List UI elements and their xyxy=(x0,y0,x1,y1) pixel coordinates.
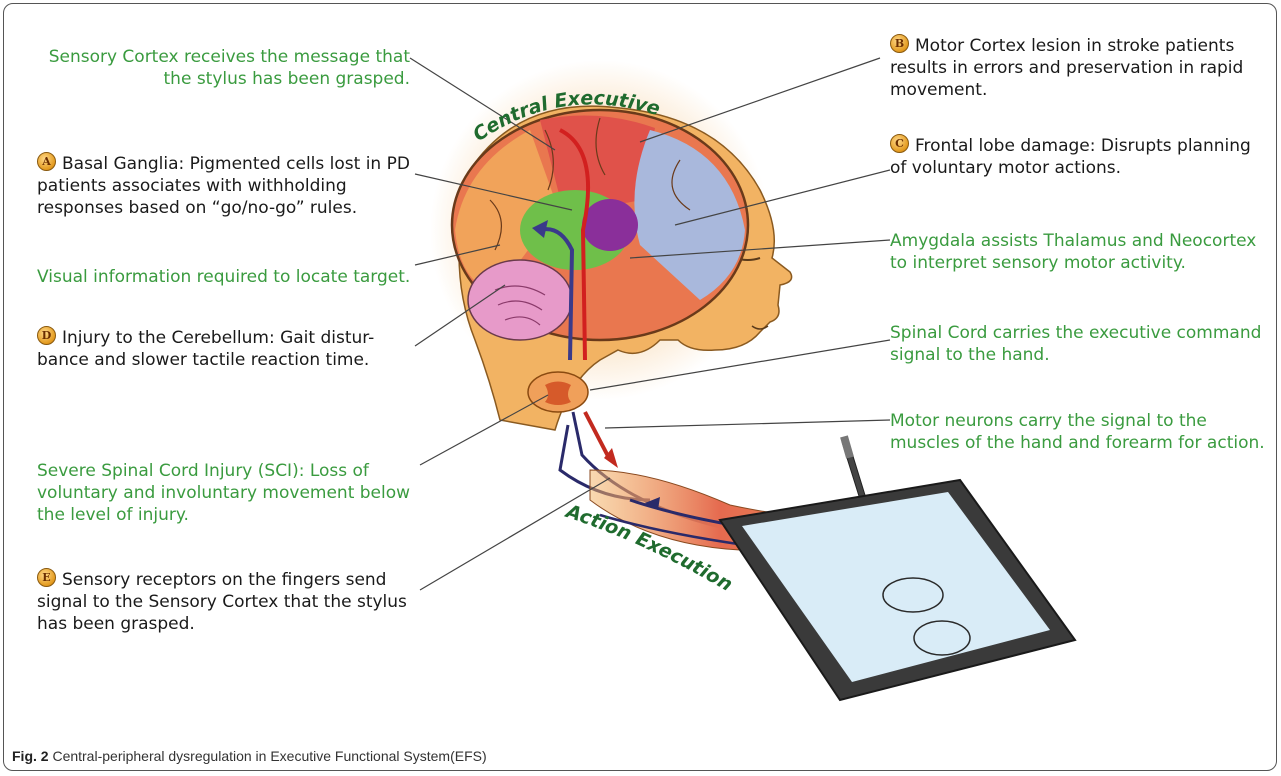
label-sci: Severe Spinal Cord Injury (SCI): Loss of… xyxy=(37,460,412,526)
label-spinal-cord: Spinal Cord carries the executive comman… xyxy=(890,322,1268,366)
spinal-cord-cross-section-icon xyxy=(528,372,588,412)
label-amygdala: Amygdala assists Thalamus and Neocortex … xyxy=(890,230,1268,274)
badge-e: E xyxy=(37,568,56,587)
label-motor-neurons: Motor neurons carry the signal to the mu… xyxy=(890,410,1268,454)
label-visual-info: Visual information required to locate ta… xyxy=(37,266,415,288)
label-sensory-cortex: Sensory Cortex receives the message that… xyxy=(30,46,410,90)
badge-a: A xyxy=(37,152,56,171)
badge-c: C xyxy=(890,134,909,153)
tablet-icon xyxy=(720,480,1075,700)
badge-d: D xyxy=(37,326,56,345)
figure-number: Fig. 2 xyxy=(12,748,49,764)
figure-caption-text: Central-peripheral dysregulation in Exec… xyxy=(49,748,487,764)
figure-caption: Fig. 2 Central-peripheral dysregulation … xyxy=(12,748,487,764)
badge-b: B xyxy=(890,34,909,53)
